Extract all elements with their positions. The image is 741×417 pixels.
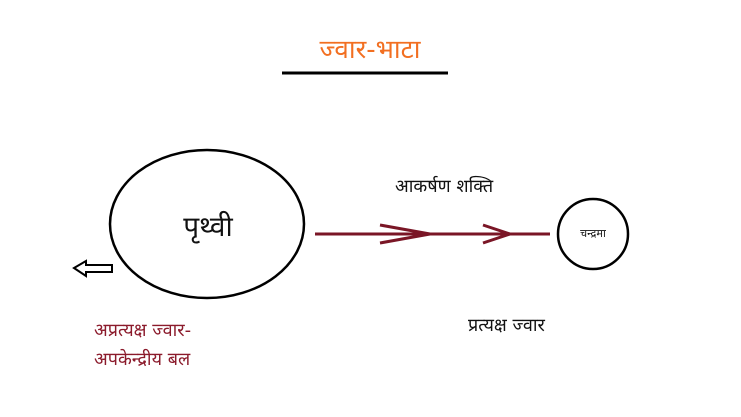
left-arrow-icon <box>72 259 113 278</box>
moon-label: चन्द्रमा <box>580 227 606 240</box>
moon-circle <box>556 197 630 271</box>
direct-tide-label: प्रत्यक्ष ज्वार <box>468 315 545 336</box>
earth-label: पृथ्वी <box>183 210 233 243</box>
earth-circle <box>108 148 306 300</box>
attraction-force-label: आकर्षण शक्ति <box>395 176 494 197</box>
indirect-tide-line-1: अप्रत्यक्ष ज्वार- <box>94 320 192 341</box>
diagram-title: ज्वार-भाटा <box>319 35 421 65</box>
attraction-arrow <box>315 223 550 245</box>
indirect-tide-label: अप्रत्यक्ष ज्वार- अपकेन्द्रीय बल <box>94 316 191 374</box>
indirect-tide-line-2: अपकेन्द्रीय बल <box>94 349 191 370</box>
